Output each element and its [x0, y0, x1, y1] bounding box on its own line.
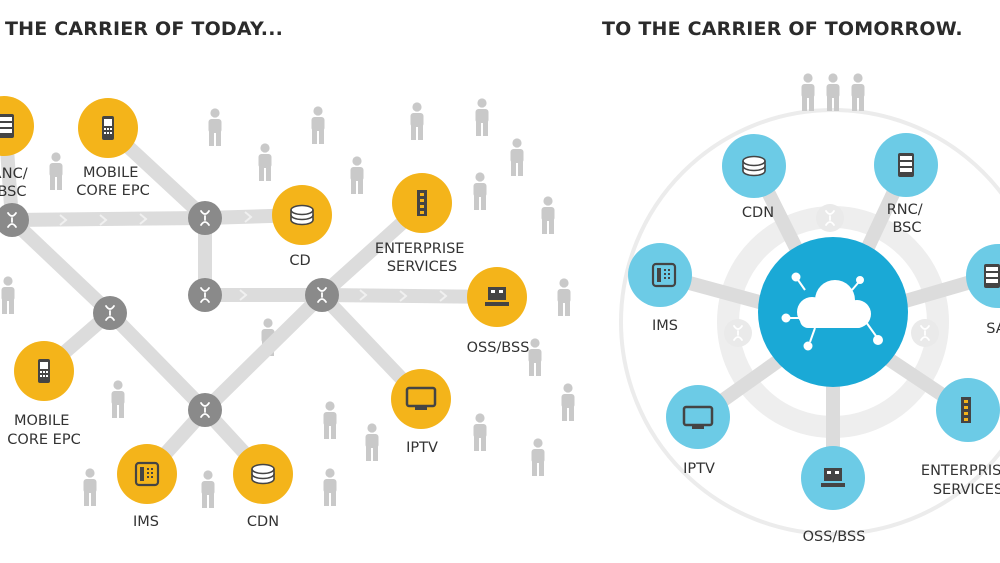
node-rnc-bsc-left: RNC/ BSC [0, 96, 34, 200]
switch-node-6 [188, 393, 222, 427]
switch-node-right [911, 319, 939, 347]
workstation-icon [821, 468, 845, 487]
node-ims-right: IMS [628, 243, 692, 334]
label-rnc-bsc-left: RNC/ BSC [0, 166, 32, 200]
title-carrier-today: THE CARRIER OF TODAY... [5, 18, 284, 40]
node-iptv-right: IPTV [666, 385, 730, 477]
tomorrow-people [801, 73, 865, 111]
label-cdn-right: CDN [742, 205, 774, 221]
server-icon [0, 114, 14, 138]
cloud-connectors [781, 272, 883, 351]
node-enterprise-right: ENTERPRISE SERVICES [921, 378, 1000, 498]
switch-node-3 [188, 278, 222, 312]
server-rack-icon [961, 397, 971, 423]
label-enterprise-left: ENTERPRISE SERVICES [375, 241, 469, 275]
cloud-icon [797, 280, 871, 328]
label-oss-bss-right: OSS/BSS [803, 529, 866, 545]
switch-node-top [816, 204, 844, 232]
tomorrow-nodes: CDN RNC/ BSC SA [628, 133, 1000, 545]
label-mobile-core-top: MOBILE CORE EPC [76, 165, 149, 199]
label-cd: CD [289, 253, 310, 269]
today-switches [0, 201, 339, 427]
node-oss-bss-right: OSS/BSS [801, 446, 865, 545]
today-nodes: RNC/ BSC MOBILE CORE EPC CD [0, 96, 529, 530]
mobile-phone-icon [38, 359, 50, 383]
node-enterprise-left: ENTERPRISE SERVICES [375, 173, 469, 275]
switch-node-5 [93, 296, 127, 330]
server-rack-icon [417, 190, 427, 216]
server-icon [984, 264, 1000, 288]
node-mobile-core-bottom: MOBILE CORE EPC [7, 341, 81, 448]
node-iptv-left: IPTV [391, 369, 451, 456]
label-rnc-bsc-right: RNC/ BSC [887, 202, 928, 236]
label-cdn-left: CDN [247, 514, 279, 530]
mobile-phone-icon [102, 116, 114, 140]
label-iptv-left: IPTV [406, 440, 438, 456]
label-ims-left: IMS [133, 514, 159, 530]
node-rnc-bsc-right: RNC/ BSC [874, 133, 938, 236]
node-cdn-right: CDN [722, 134, 786, 221]
label-iptv-right: IPTV [683, 461, 715, 477]
database-icon [290, 204, 314, 226]
switch-node-4 [305, 278, 339, 312]
switch-node-2 [188, 201, 222, 235]
label-mobile-core-bottom: MOBILE CORE EPC [7, 413, 80, 448]
label-oss-bss-left: OSS/BSS [467, 340, 530, 356]
tomorrow-switches [724, 204, 939, 347]
node-ims-left: IMS [117, 444, 177, 530]
title-carrier-tomorrow: TO THE CARRIER OF TOMORROW. [602, 18, 963, 40]
switch-node-1 [0, 203, 29, 237]
cloud-hub [758, 237, 908, 387]
node-mobile-core-top: MOBILE CORE EPC [76, 98, 150, 199]
server-icon [898, 153, 914, 177]
label-enterprise-right: ENTERPRISE SERVICES [921, 463, 1000, 498]
database-icon [251, 463, 275, 485]
label-ims-right: IMS [652, 318, 678, 334]
node-oss-bss-left: OSS/BSS [467, 267, 530, 356]
node-cdn-left: CDN [233, 444, 293, 530]
label-sa-right: SA [986, 321, 1000, 337]
today-link-chevrons [59, 211, 448, 302]
workstation-icon [485, 287, 509, 306]
database-icon [742, 155, 766, 177]
node-sa-right: SA [966, 244, 1000, 337]
switch-node-left [724, 319, 752, 347]
node-cd: CD [272, 185, 332, 269]
